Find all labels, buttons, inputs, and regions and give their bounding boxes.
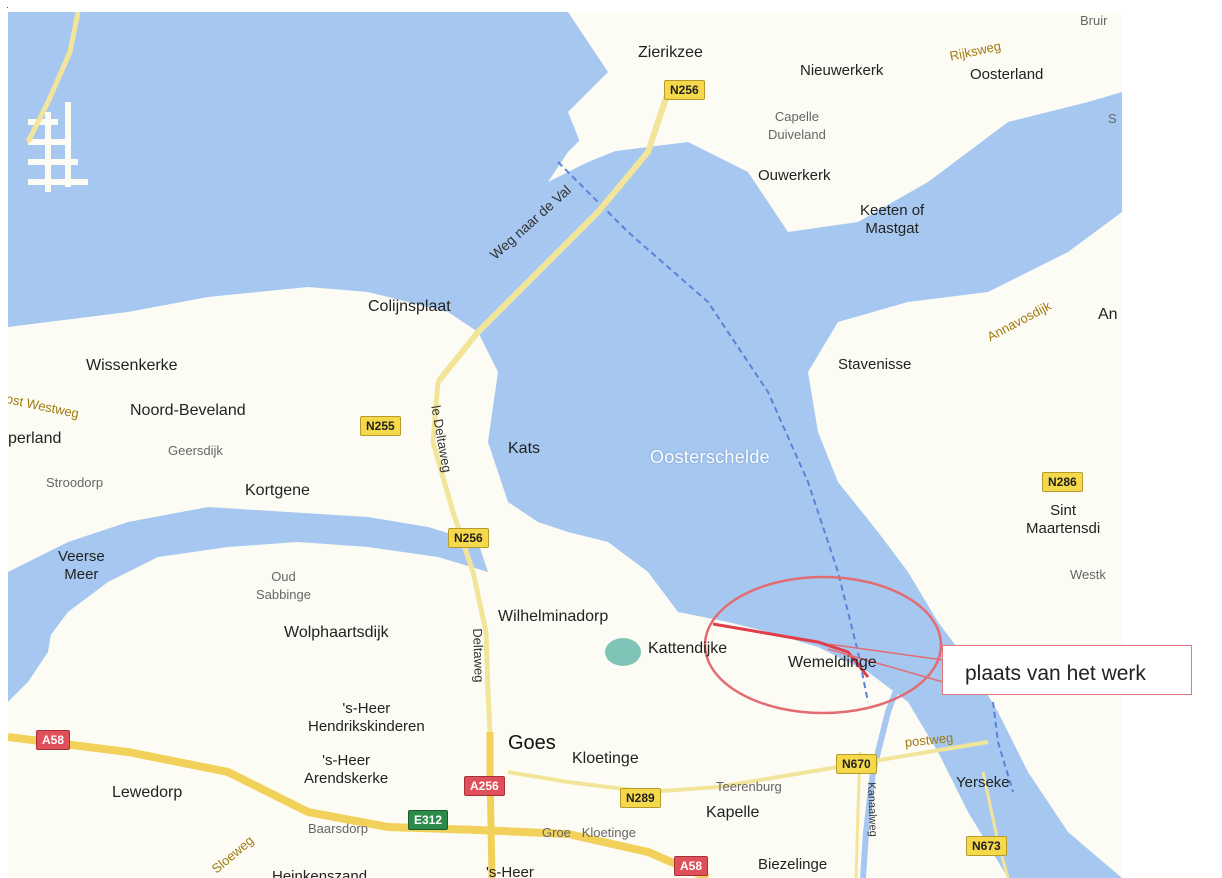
place-heinkenszand: Heinkenszand — [272, 868, 368, 878]
place-nieuwerkerk: Nieuwerkerk — [800, 62, 884, 79]
place-kats: Kats — [508, 440, 541, 457]
place-wissenkerke: Wissenkerke — [86, 357, 178, 374]
water-veerse-meer — [8, 507, 488, 672]
place-goes: Goes — [508, 732, 556, 754]
place-perland: perland — [8, 430, 62, 447]
shield-a58-left: A58 — [36, 730, 71, 750]
water-oosterschelde — [8, 12, 1122, 878]
place-colijnsplaat: Colijnsplaat — [368, 298, 451, 315]
road-label-kanaalweg: Kanaalweg — [865, 782, 879, 837]
road-n289 — [507, 740, 989, 795]
dam-left — [25, 12, 81, 144]
place-veerse-meer: Veerse Meer — [58, 548, 105, 583]
place-ouwerkerk: Ouwerkerk — [758, 167, 831, 184]
place-kloetinge: Kloetinge — [572, 750, 639, 767]
shipping-lane-south — [992, 701, 1014, 793]
place-keeten: Keeten of Mastgat — [860, 202, 925, 237]
place-oud-sabbinge: Oud Sabbinge — [256, 569, 311, 602]
place-heer-bottom: 's-Heer — [486, 864, 534, 878]
place-wemeldinge: Wemeldinge — [788, 654, 877, 671]
road-zeelandbrug — [435, 91, 671, 384]
shield-n673: N673 — [966, 836, 1007, 856]
shield-a256: A256 — [464, 776, 505, 796]
road-a256 — [486, 732, 496, 878]
shield-n256-mid: N256 — [448, 528, 489, 548]
place-heer-hendrikskinderen: 's-Heer Hendrikskinderen — [308, 700, 425, 735]
place-geersdijk: Geersdijk — [168, 443, 223, 458]
place-lewedorp: Lewedorp — [112, 784, 183, 801]
callout-pointer — [827, 643, 944, 683]
place-kortgene: Kortgene — [245, 482, 310, 499]
shield-n256-top: N256 — [664, 80, 705, 100]
work-location-ellipse — [703, 575, 943, 715]
place-s-right: S — [1108, 111, 1117, 126]
shield-n289: N289 — [620, 788, 661, 808]
place-biezelinge: Biezelinge — [758, 856, 828, 873]
place-sint-maartensdijk: Sint Maartensdi — [1026, 502, 1101, 537]
place-heer-arendskerke: 's-Heer Arendskerke — [304, 752, 389, 787]
water-channel-left — [8, 622, 53, 702]
land-tholen — [823, 227, 1122, 702]
shield-n670: N670 — [836, 754, 877, 774]
place-baarsdorp: Baarsdorp — [308, 821, 368, 836]
shield-e312: E312 — [408, 810, 449, 830]
shield-n286: N286 — [1042, 472, 1083, 492]
shield-a58-bottom: A58 — [674, 856, 709, 876]
road-a58 — [8, 733, 710, 878]
harbor-grid — [28, 102, 88, 192]
shield-n255: N255 — [360, 416, 401, 436]
place-an: An — [1098, 306, 1118, 323]
road-label-deltaweg-lower: Deltaweg — [470, 628, 487, 683]
place-oosterland: Oosterland — [970, 66, 1044, 83]
map-graphics — [8, 12, 1122, 878]
land-schouwen-duiveland — [568, 12, 1122, 222]
callout-text: plaats van het werk — [965, 662, 1146, 685]
stray-mark: · — [6, 2, 9, 12]
place-stavenisse: Stavenisse — [838, 356, 912, 373]
place-noord-beveland: Noord-Beveland — [130, 402, 246, 419]
place-stroodorp: Stroodorp — [46, 475, 104, 490]
callout-work-location: plaats van het werk — [942, 645, 1192, 695]
place-wilhelminadorp: Wilhelminadorp — [498, 608, 609, 625]
place-westk: Westk — [1070, 567, 1106, 582]
place-bruin: Bruir — [1080, 13, 1108, 28]
place-teerenburg: Teerenburg — [716, 779, 782, 794]
place-wolphaartsdijk: Wolphaartsdijk — [284, 624, 389, 641]
map-canvas[interactable]: Zierikzee Nieuwerkerk Oosterland Capelle… — [8, 12, 1122, 878]
place-kapelle: Kapelle — [706, 804, 760, 821]
shipping-lane — [557, 161, 869, 703]
place-groe-kloetinge: Groe Kloetinge — [542, 825, 636, 840]
water-label-oosterschelde: Oosterschelde — [650, 447, 770, 467]
place-kattendijke: Kattendijke — [648, 640, 728, 657]
road-deltaweg — [430, 381, 493, 733]
pond-kattendijke — [605, 638, 641, 666]
place-zierikzee: Zierikzee — [638, 44, 703, 61]
place-yerseke: Yerseke — [956, 774, 1010, 791]
place-capelle: Capelle Duiveland — [768, 109, 826, 142]
